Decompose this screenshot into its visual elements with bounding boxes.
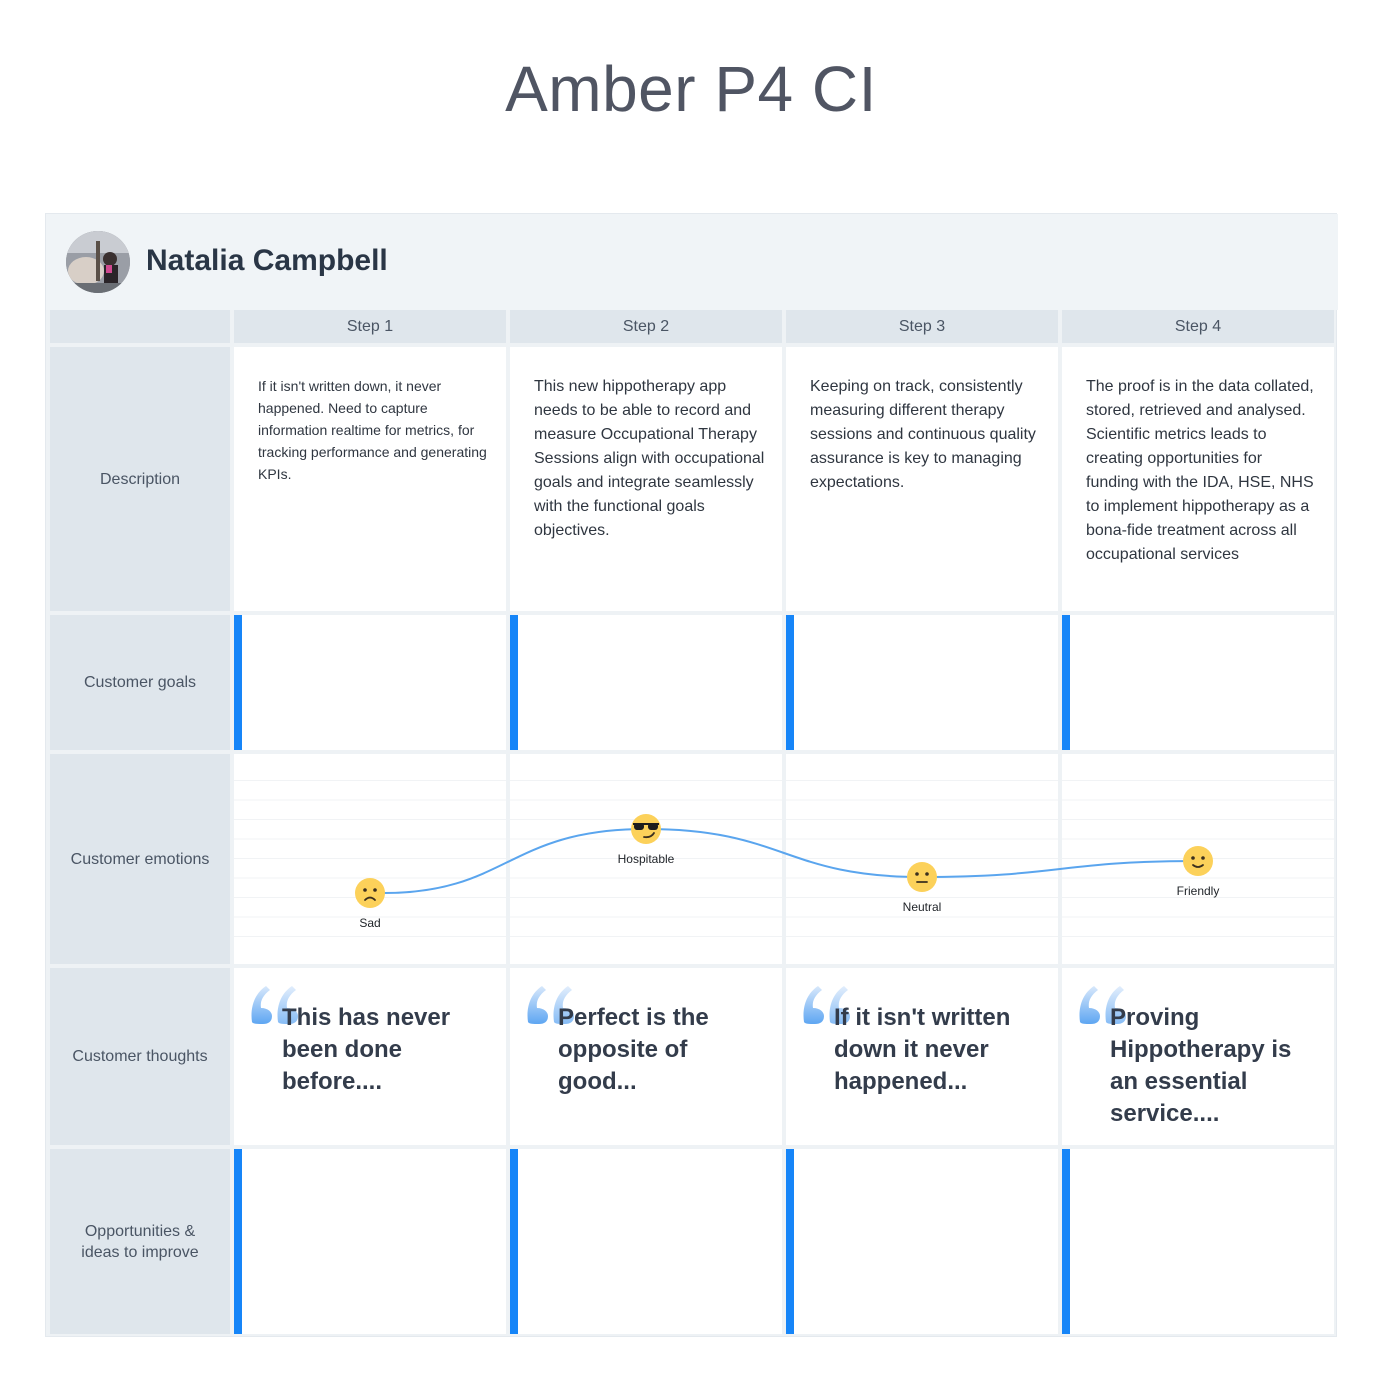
emotions-cell-1[interactable] <box>234 754 506 964</box>
persona-name: Natalia Campbell <box>146 244 388 277</box>
quote-icon <box>803 986 850 1024</box>
goals-accent-bar <box>234 615 242 750</box>
row-label-emotions: Customer emotions <box>50 754 230 964</box>
page-title: Amber P4 CI <box>505 53 877 125</box>
thought-cell-1[interactable]: This has never been done before.... <box>234 968 506 1145</box>
opportunity-accent-bar <box>234 1149 242 1334</box>
goals-cell-3[interactable] <box>786 615 1058 750</box>
row-label-opportunities: Opportunities & ideas to improve <box>50 1149 230 1334</box>
goals-cell-2[interactable] <box>510 615 782 750</box>
quote-icon <box>251 986 298 1024</box>
step-header-3[interactable]: Step 3 <box>786 310 1058 343</box>
emotions-cell-3[interactable] <box>786 754 1058 964</box>
thought-text-2: Perfect is the opposite of good... <box>558 1004 709 1095</box>
goals-cell-1[interactable] <box>234 615 506 750</box>
thought-text-4: Proving Hippotherapy is an essential ser… <box>1110 1004 1292 1127</box>
opportunity-cell-4[interactable] <box>1062 1149 1334 1334</box>
description-text-3: Keeping on track, consistently measuring… <box>810 378 1036 491</box>
row-label-description: Description <box>50 347 230 611</box>
opportunity-accent-bar <box>786 1149 794 1334</box>
avatar[interactable] <box>66 231 130 293</box>
step-header-2[interactable]: Step 2 <box>510 310 782 343</box>
opportunity-accent-bar <box>510 1149 518 1334</box>
thought-cell-2[interactable]: Perfect is the opposite of good... <box>510 968 782 1145</box>
description-cell-2[interactable]: This new hippotherapy app needs to be ab… <box>510 347 782 611</box>
persona-header: Natalia Campbell <box>46 214 1338 310</box>
opportunity-cell-1[interactable] <box>234 1149 506 1334</box>
thought-text-3: If it isn't written down it never happen… <box>834 1004 1011 1095</box>
opportunity-cell-3[interactable] <box>786 1149 1058 1334</box>
journey-map-board: Natalia Campbell Step 1 Step 2 Step 3 St… <box>45 213 1338 1337</box>
step-header-1[interactable]: Step 1 <box>234 310 506 343</box>
description-text-4: The proof is in the data collated, store… <box>1086 378 1314 563</box>
avatar-photo-icon <box>66 231 130 293</box>
step-header-4[interactable]: Step 4 <box>1062 310 1334 343</box>
emotions-cell-2[interactable] <box>510 754 782 964</box>
opportunity-cell-2[interactable] <box>510 1149 782 1334</box>
description-cell-4[interactable]: The proof is in the data collated, store… <box>1062 347 1334 611</box>
row-label-goals: Customer goals <box>50 615 230 750</box>
emotions-cell-4[interactable] <box>1062 754 1334 964</box>
goals-accent-bar <box>510 615 518 750</box>
description-text-1: If it isn't written down, it never happe… <box>258 378 487 482</box>
row-label-thoughts: Customer thoughts <box>50 968 230 1145</box>
description-cell-1[interactable]: If it isn't written down, it never happe… <box>234 347 506 611</box>
goals-accent-bar <box>1062 615 1070 750</box>
quote-icon <box>1079 986 1126 1024</box>
goals-cell-4[interactable] <box>1062 615 1334 750</box>
opportunity-accent-bar <box>1062 1149 1070 1334</box>
description-text-2: This new hippotherapy app needs to be ab… <box>534 378 765 539</box>
thought-text-1: This has never been done before.... <box>282 1004 451 1095</box>
thought-cell-4[interactable]: Proving Hippotherapy is an essential ser… <box>1062 968 1334 1145</box>
quote-icon <box>527 986 574 1024</box>
goals-accent-bar <box>786 615 794 750</box>
thought-cell-3[interactable]: If it isn't written down it never happen… <box>786 968 1058 1145</box>
description-cell-3[interactable]: Keeping on track, consistently measuring… <box>786 347 1058 611</box>
header-corner <box>50 310 230 343</box>
